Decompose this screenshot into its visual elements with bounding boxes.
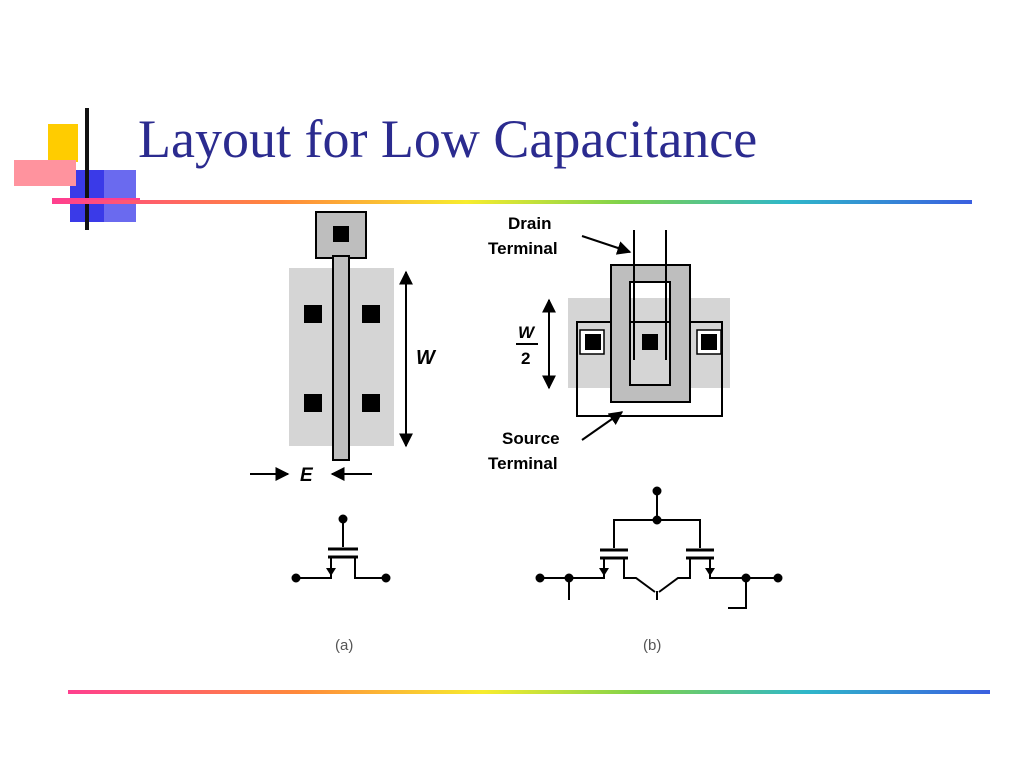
layout-b: Drain Terminal W 2 Source Terminal <box>488 214 730 473</box>
right-source-tie <box>728 578 747 609</box>
contact-a-tl <box>304 305 322 323</box>
w-half-denominator: 2 <box>521 349 530 368</box>
source-leg-a <box>296 557 332 579</box>
gate-bus-b <box>613 519 701 548</box>
contact-a-br <box>362 394 380 412</box>
gate-finger-a <box>332 255 350 461</box>
logo-horizontal-line <box>52 198 140 201</box>
contact-a-bl <box>304 394 322 412</box>
source-label-line2: Terminal <box>488 454 558 473</box>
footer-divider <box>68 690 990 694</box>
drain-pointer <box>581 235 632 255</box>
source-label-line1: Source <box>502 429 560 448</box>
caption-a: (a) <box>335 637 353 654</box>
title-divider <box>52 200 972 204</box>
drain-leg-a <box>354 557 386 579</box>
channel-arrow-b-left <box>599 568 609 576</box>
right-drain-leg <box>658 558 691 593</box>
logo-yellow-square <box>48 124 78 162</box>
e-label: E <box>300 465 314 486</box>
logo-red-bar <box>14 160 76 186</box>
source-pointer <box>581 411 624 441</box>
channel-arrow-b-right <box>705 568 715 576</box>
left-drain-leg <box>623 558 656 593</box>
contact-a-tr <box>362 305 380 323</box>
caption-b: (b) <box>643 637 661 654</box>
slide-logo <box>14 108 140 230</box>
w-half-numerator: W <box>518 323 536 342</box>
drain-label-line1: Drain <box>508 214 551 233</box>
source-node-a <box>291 573 301 583</box>
w-label: W <box>416 347 437 369</box>
drain-node-a <box>381 573 391 583</box>
right-source-leg <box>709 558 778 579</box>
slide-title: Layout for Low Capacitance <box>138 109 758 169</box>
contact-b-mid <box>642 334 658 350</box>
channel-arrow-a <box>326 568 336 576</box>
logo-vertical-line <box>85 108 89 230</box>
drain-inner-outline <box>629 281 671 386</box>
logo-red-bar-fade <box>14 160 76 186</box>
node-b-far-left <box>535 573 545 583</box>
source-outline-b <box>576 321 723 417</box>
node-b-far-right <box>773 573 783 583</box>
drain-label-line2: Terminal <box>488 239 558 258</box>
left-source-leg <box>540 558 605 579</box>
contact-b-right <box>701 334 717 350</box>
schematic-a <box>291 514 391 583</box>
gate-contact-a <box>333 226 349 242</box>
layout-a: W E <box>250 211 437 486</box>
schematic-b <box>535 486 783 609</box>
contact-b-left <box>585 334 601 350</box>
logo-blue-square-inner <box>104 170 136 222</box>
